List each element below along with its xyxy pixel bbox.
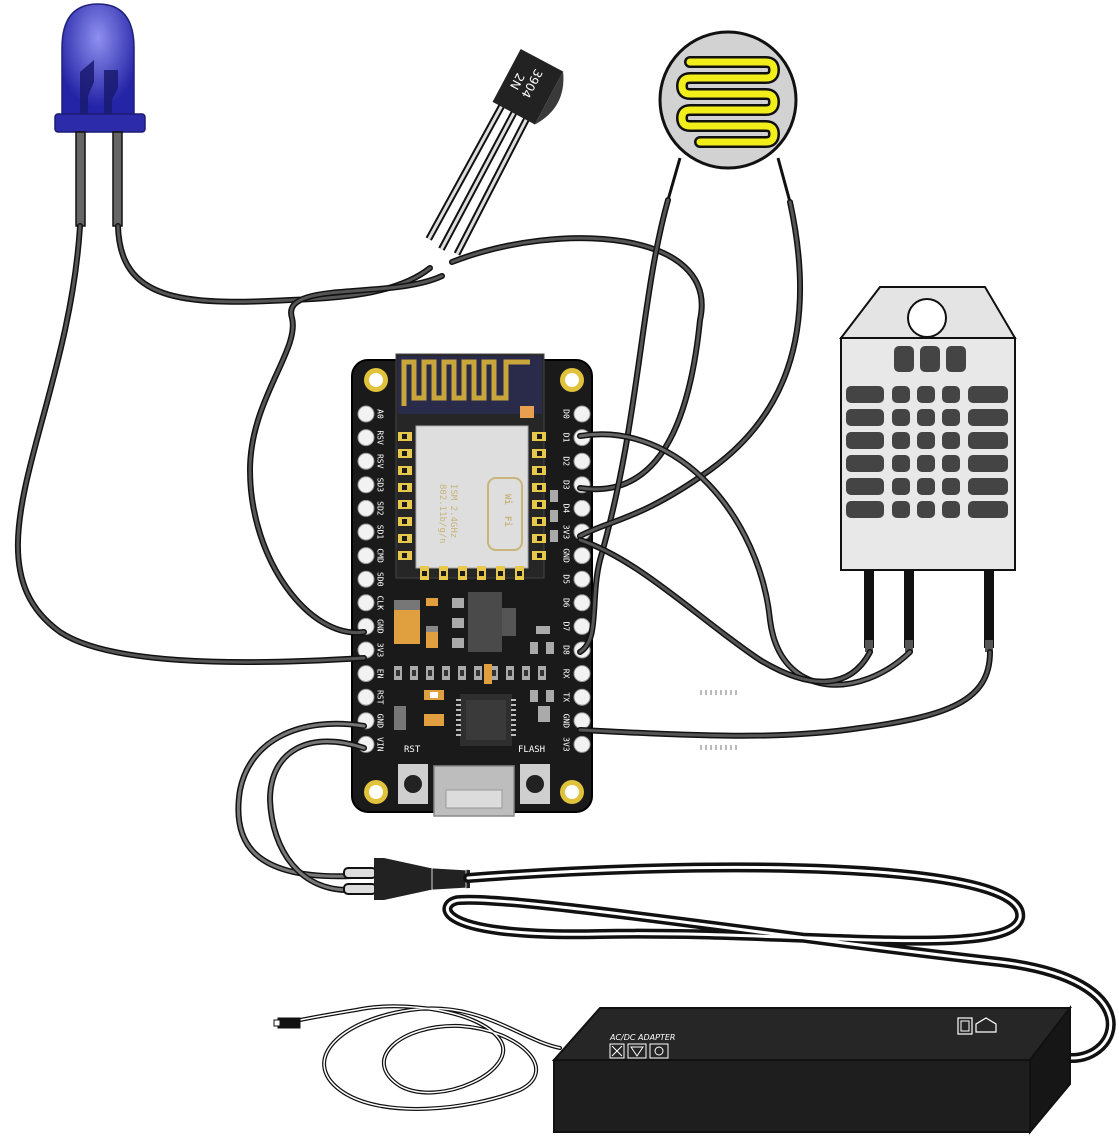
wifi-logo-wi: Wi: [502, 494, 513, 505]
left-pin-label: CLK: [376, 596, 385, 611]
usb-chip-legs: [456, 690, 737, 750]
right-pin-label: 3V3: [562, 525, 571, 540]
double-insulation-icon: [957, 1017, 973, 1035]
left-pin-pad-en-11[interactable]: [357, 665, 375, 683]
left-pin-pad-rsv-1[interactable]: [357, 429, 375, 447]
right-pin-pad-rx-11[interactable]: [573, 665, 591, 683]
left-pin-pad-a0-0[interactable]: [357, 405, 375, 423]
right-pin-pad-d0-0[interactable]: [573, 405, 591, 423]
rst-label: RST: [404, 745, 421, 755]
ac-dc-adapter: AC/DC ADAPTER: [273, 1004, 1073, 1135]
left-pin-label: EN: [376, 669, 385, 679]
left-pin-label: SD0: [376, 572, 385, 587]
wires: [14, 197, 993, 894]
left-pin-label: GND: [376, 619, 385, 634]
right-pin-label: D2: [562, 456, 571, 466]
flash-button-cap[interactable]: [526, 775, 544, 793]
left-pin-pad-rsv-2[interactable]: [357, 452, 375, 470]
left-pin-pad-sd3-3[interactable]: [357, 476, 375, 494]
right-pin-label: D6: [562, 598, 571, 608]
right-pin-pad-d6-8[interactable]: [573, 594, 591, 612]
certification-icon: [649, 1043, 669, 1059]
left-pin-label: SD3: [376, 478, 385, 493]
left-pin-pad-sd0-7[interactable]: [357, 570, 375, 588]
right-pin-header: [573, 405, 591, 753]
left-pin-label: SD1: [376, 525, 385, 540]
left-pin-label: A0: [376, 409, 385, 419]
led: [54, 3, 146, 227]
right-pin-label: GND: [562, 714, 571, 729]
wifi-logo-fi: Fi: [502, 516, 513, 527]
right-pin-pad-d2-2[interactable]: [573, 452, 591, 470]
right-pin-pad-gnd-6[interactable]: [573, 547, 591, 565]
transistor-label-line1: 2N: [507, 71, 527, 92]
right-pin-pad-tx-12[interactable]: [573, 688, 591, 706]
left-pin-label: RST: [376, 690, 385, 705]
left-pin-label: RSV: [376, 430, 385, 445]
right-pin-pad-3v3-14[interactable]: [573, 735, 591, 753]
left-pin-label: CMD: [376, 548, 385, 563]
right-pin-pad-gnd-13[interactable]: [573, 712, 591, 730]
module-text-ism: ISM 2.4GHz: [448, 484, 458, 538]
power-plug: [343, 858, 1116, 1064]
right-pin-label: 3V3: [562, 737, 571, 752]
module-text-standard: 802.11b/g/n: [437, 484, 447, 544]
left-pin-label: SD2: [375, 501, 384, 516]
triangle-mark-icon: [627, 1043, 647, 1059]
flash-label: FLASH: [518, 745, 545, 755]
right-pin-pad-d7-9[interactable]: [573, 617, 591, 635]
right-pin-label: D0: [562, 409, 571, 419]
left-pin-header: [357, 405, 375, 753]
right-pin-label: RX: [562, 669, 571, 679]
rst-button-cap[interactable]: [404, 775, 422, 793]
right-pin-label: TX: [562, 692, 571, 702]
right-pin-label: D7: [562, 622, 571, 632]
adapter-label: AC/DC ADAPTER: [609, 1033, 675, 1042]
left-pin-pad-rst-12[interactable]: [357, 688, 375, 706]
recycle-bin-icon: [609, 1043, 625, 1059]
photoresistor: [658, 30, 798, 203]
right-pin-label: D1: [562, 433, 571, 443]
left-pin-label: VIN: [376, 737, 385, 752]
smd-component-row: [394, 666, 546, 680]
right-pin-label: D5: [562, 574, 571, 584]
left-pin-pad-sd1-5[interactable]: [357, 523, 375, 541]
right-pin-label: D3: [562, 480, 571, 490]
right-pin-pad-d4-4[interactable]: [573, 499, 591, 517]
right-pin-label: D8: [562, 645, 571, 655]
left-pin-label: RSV: [376, 454, 385, 469]
left-pin-label: 3V3: [376, 643, 385, 658]
right-pin-label: GND: [562, 548, 571, 563]
left-pin-pad-cmd-6[interactable]: [357, 547, 375, 565]
indoor-use-icon: [975, 1017, 997, 1033]
right-pin-label: D4: [562, 504, 571, 514]
dht-sensor: [838, 286, 1017, 652]
transistor-2n3904: 2N 3904: [425, 48, 564, 256]
left-pin-label: GND: [376, 714, 385, 729]
dht-vent-grid: [846, 346, 1008, 518]
left-pin-pad-clk-8[interactable]: [357, 594, 375, 612]
left-pin-pad-sd2-4[interactable]: [357, 499, 375, 517]
module-castellations: [398, 432, 558, 580]
right-pin-pad-d5-7[interactable]: [573, 570, 591, 588]
